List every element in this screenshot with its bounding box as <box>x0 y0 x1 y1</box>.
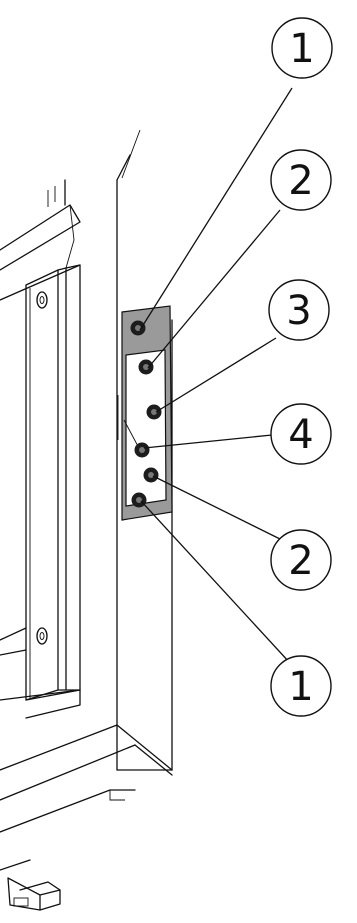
cabinet-side <box>116 129 173 771</box>
callout-3-label: 3 <box>286 288 311 334</box>
callout-2-bottom: 2 <box>270 529 332 591</box>
callout-3: 3 <box>268 279 330 341</box>
screw-2-top <box>138 359 154 375</box>
callout-2-bottom-label: 2 <box>288 538 313 584</box>
door-screw-lower <box>36 627 48 645</box>
screw-3 <box>146 404 162 420</box>
callout-1-top: 1 <box>271 17 333 79</box>
leader-4 <box>143 434 273 449</box>
door-screw-upper <box>36 291 48 309</box>
callout-4: 4 <box>270 403 332 465</box>
callout-2-top: 2 <box>270 149 332 211</box>
callout-2-top-label: 2 <box>288 158 313 204</box>
leader-1-bottom <box>140 500 291 664</box>
leader-3 <box>155 337 277 413</box>
leader-1-top <box>139 87 293 331</box>
callout-4-label: 4 <box>288 412 313 458</box>
leader-2-bottom <box>152 475 283 541</box>
leader-lines <box>139 87 293 664</box>
callout-1-bottom: 1 <box>270 655 332 717</box>
screw-1-top <box>130 320 146 336</box>
foot-bracket <box>7 877 61 911</box>
callout-1-top-label: 1 <box>289 26 314 72</box>
leader-2-top <box>147 209 281 369</box>
callout-1-bottom-label: 1 <box>288 664 313 710</box>
door-panel <box>0 179 81 719</box>
cabinet-base <box>0 689 173 871</box>
screw-4 <box>134 442 150 458</box>
screw-2-bottom <box>143 467 159 483</box>
hinge-plate <box>117 305 173 521</box>
